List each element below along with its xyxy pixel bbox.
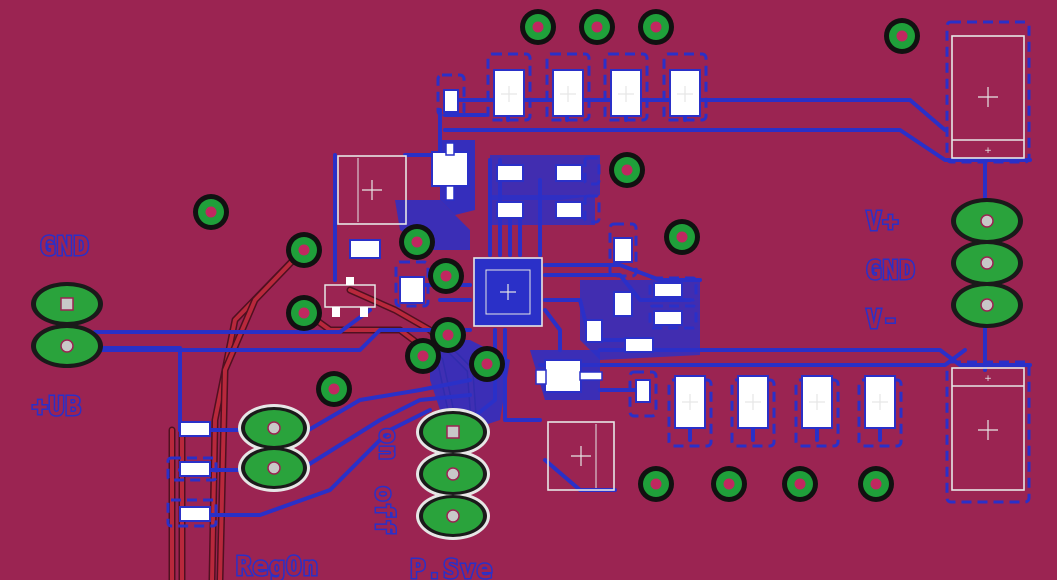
capacitor-bottom-3 — [794, 375, 840, 448]
capacitor-top-3 — [603, 52, 649, 122]
resistor-r16 — [179, 461, 211, 477]
via — [858, 466, 894, 502]
transistor-q2 — [535, 359, 603, 393]
resistor-r10 — [624, 337, 654, 353]
via — [664, 219, 700, 255]
via — [405, 338, 441, 374]
resistor-r7 — [653, 282, 683, 298]
connector-regon — [238, 404, 310, 492]
capacitor-top-1 — [486, 52, 532, 122]
capacitor-bottom-2 — [730, 375, 776, 448]
resistor-r13 — [349, 239, 381, 259]
label-psve: P.Sve — [410, 555, 493, 580]
via — [638, 466, 674, 502]
resistor-r3 — [496, 201, 524, 219]
via — [430, 317, 466, 353]
resistor-r4 — [555, 201, 583, 219]
label-v-minus: V- — [866, 305, 899, 335]
transistor-q1 — [431, 142, 469, 201]
vias — [193, 9, 920, 502]
resistor-r14 — [399, 276, 425, 304]
resistor-r17 — [179, 506, 211, 522]
via — [428, 258, 464, 294]
via — [286, 232, 322, 268]
resistor-r8 — [653, 310, 683, 326]
capacitor-large-bottom — [547, 421, 615, 491]
label-gnd-right: GND — [866, 256, 916, 286]
qfn-ic — [473, 257, 543, 327]
resistor-r11 — [635, 379, 651, 403]
via — [520, 9, 556, 45]
via — [579, 9, 615, 45]
via — [884, 18, 920, 54]
via — [399, 224, 435, 260]
svg-text:+: + — [984, 374, 992, 384]
resistor-r15 — [179, 421, 211, 437]
via — [316, 371, 352, 407]
capacitor-bottom-4 — [857, 375, 903, 448]
resistor-r1 — [496, 164, 524, 182]
via — [782, 466, 818, 502]
connector-psave — [416, 408, 490, 540]
resistor-r5 — [613, 237, 633, 263]
label-gnd-left: GND — [40, 232, 90, 262]
resistor-r12 — [443, 89, 459, 113]
via — [638, 9, 674, 45]
capacitor-large-left — [337, 155, 407, 225]
connector-power-left — [31, 282, 103, 368]
svg-text:+: + — [984, 146, 992, 156]
transistor-q3 — [324, 277, 376, 317]
capacitor-top-4 — [662, 52, 708, 122]
resistor-r9 — [585, 319, 603, 343]
electrolytic-cap-bottom: + — [945, 360, 1031, 504]
via — [711, 466, 747, 502]
resistor-r2 — [555, 164, 583, 182]
label-on: on — [373, 428, 403, 461]
silkscreen-labels: GND +UB V+ GND V- RegOn P.Sve on off — [31, 206, 917, 580]
capacitor-bottom-1 — [667, 375, 713, 448]
via — [193, 194, 229, 230]
resistor-r6 — [613, 291, 633, 317]
connector-output-right — [951, 198, 1023, 328]
via — [469, 346, 505, 382]
smd-components: + + — [166, 20, 1031, 528]
label-v-plus: V+ — [866, 207, 899, 237]
electrolytic-cap-top: + — [945, 20, 1031, 164]
capacitor-top-2 — [545, 52, 591, 122]
via — [609, 152, 645, 188]
via — [286, 295, 322, 331]
label-off: off — [369, 486, 399, 536]
label-ub-left: +UB — [32, 392, 82, 422]
label-regon: RegOn — [236, 552, 319, 580]
